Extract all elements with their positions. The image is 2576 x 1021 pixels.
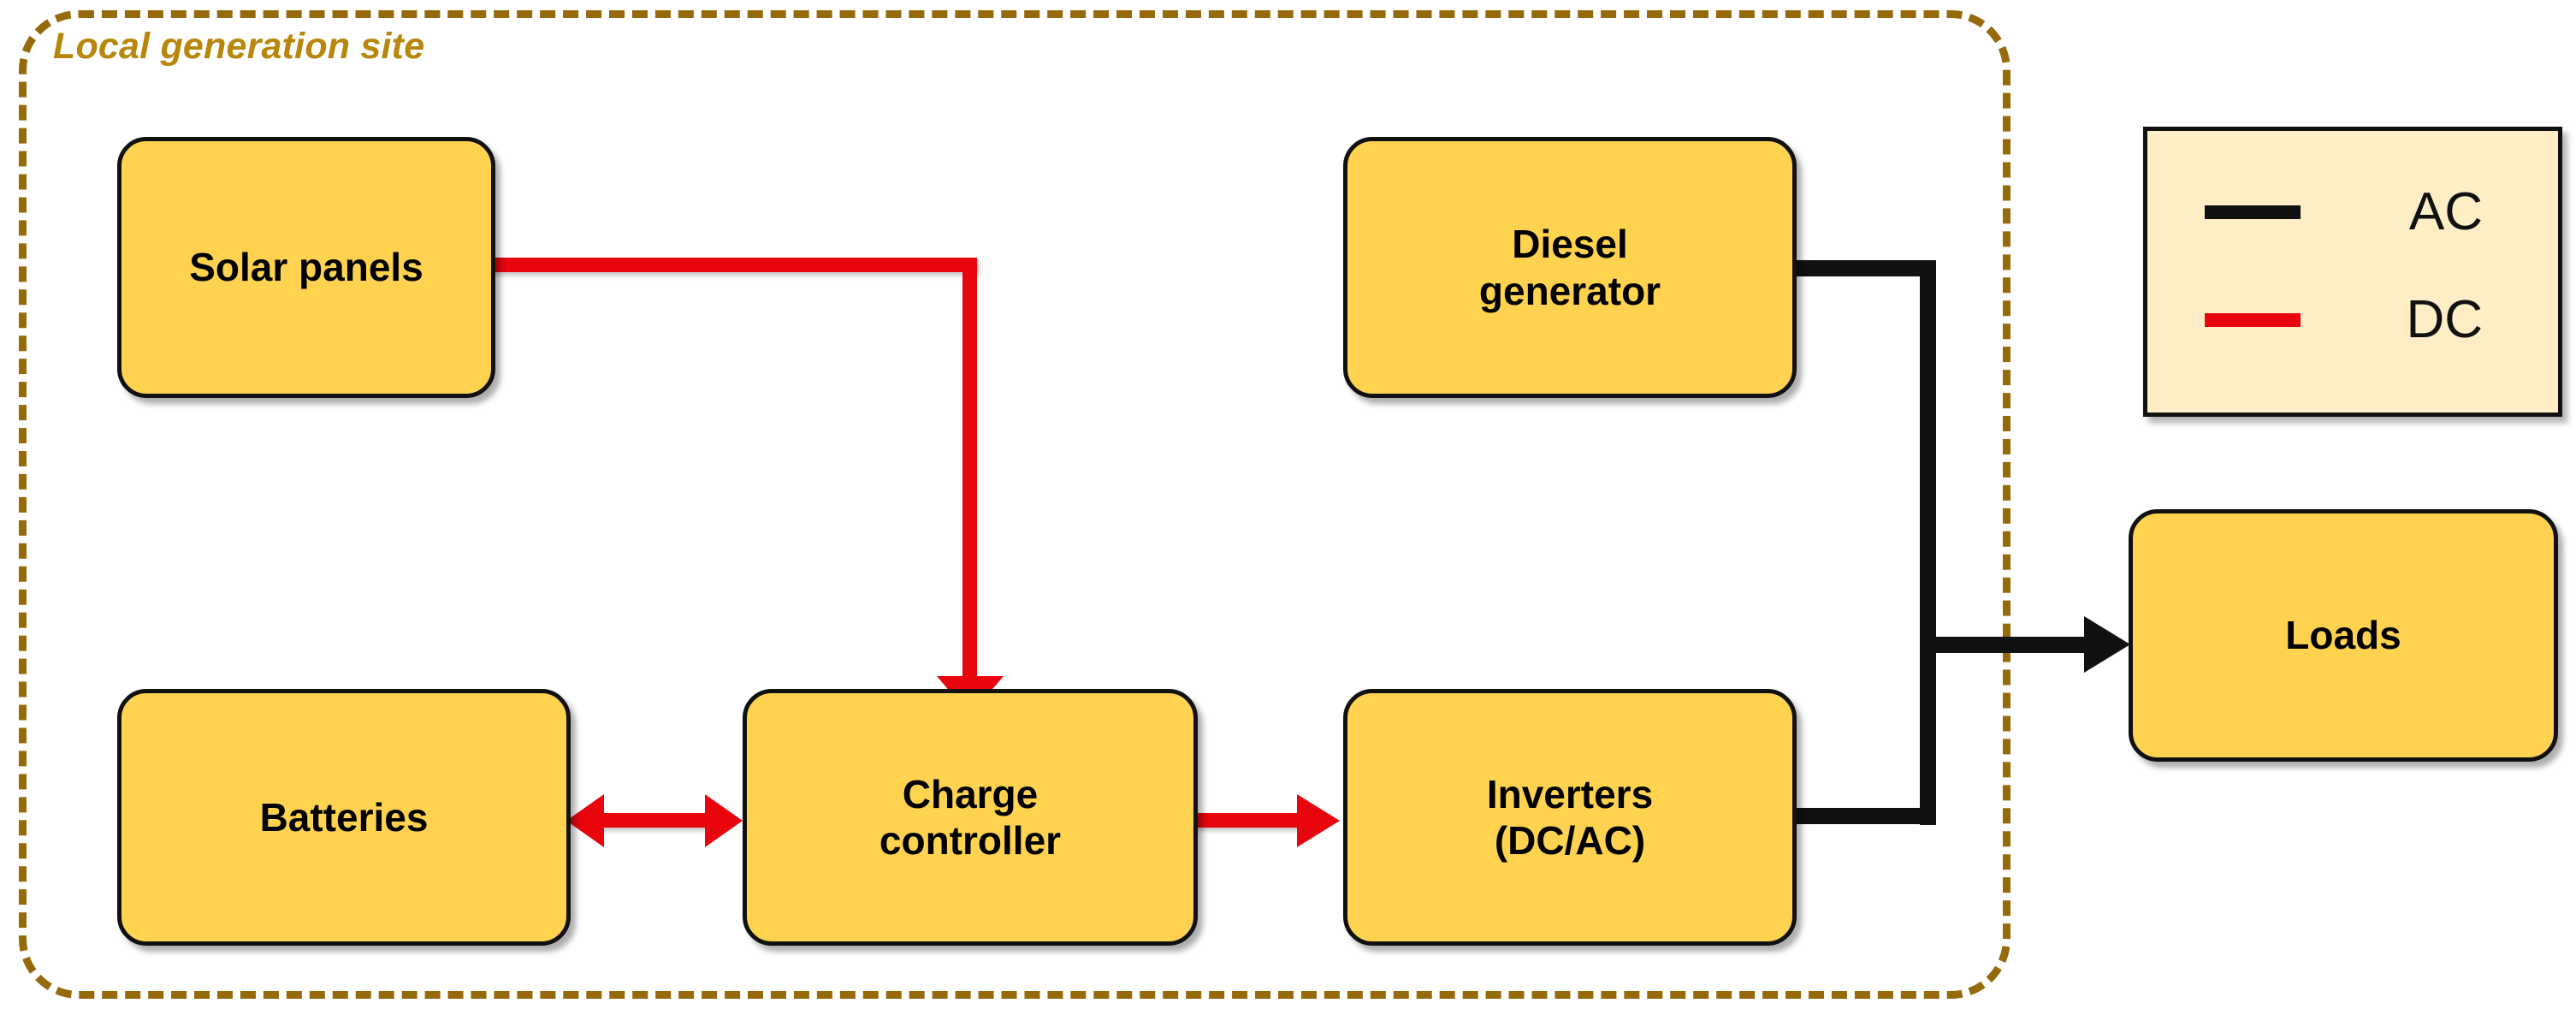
ac-wire-diesel-horizontal [1791,260,1936,276]
ac-arrowhead-to-loads [2084,616,2130,673]
node-charge-controller-label: Charge controller [879,771,1062,863]
node-loads[interactable]: Loads [2129,509,2558,762]
node-solar-panels[interactable]: Solar panels [117,137,495,398]
dc-wire-solar-horizontal [489,258,977,272]
node-charge-controller[interactable]: Charge controller [743,689,1198,946]
ac-wire-inverters-horizontal [1791,808,1936,824]
node-diesel-generator[interactable]: Diesel generator [1343,137,1797,398]
node-loads-label: Loads [2285,613,2401,658]
node-diesel-generator-label: Diesel generator [1478,222,1661,313]
legend-label-ac: AC [2408,182,2483,241]
site-boundary [19,10,2010,999]
legend-item-dc: DC [2147,290,2558,350]
node-batteries[interactable]: Batteries [117,689,571,946]
legend-swatch-dc-line-icon [2205,313,2301,327]
legend-item-ac: AC [2147,182,2558,242]
dc-arrowhead-to-inverters [1297,794,1340,847]
ac-wire-trunk-vertical [1920,260,1936,825]
dc-wire-solar-vertical [962,258,977,696]
dc-arrowhead-to-charge-controller-from-batteries [705,794,743,847]
node-inverters-label: Inverters (DC/AC) [1486,771,1654,863]
node-batteries-label: Batteries [259,794,429,840]
node-solar-panels-label: Solar panels [189,245,423,290]
dc-wire-charge-controller-inverters [1193,813,1302,828]
dc-arrowhead-to-batteries [566,794,604,847]
ac-wire-to-loads [1920,637,2091,653]
legend-swatch-ac-line-icon [2205,205,2301,219]
legend-label-dc: DC [2406,290,2483,349]
node-inverters[interactable]: Inverters (DC/AC) [1343,689,1797,946]
site-title: Local generation site [53,26,425,67]
dc-wire-batteries-charge-controller [590,813,723,828]
legend: AC DC [2143,127,2562,417]
